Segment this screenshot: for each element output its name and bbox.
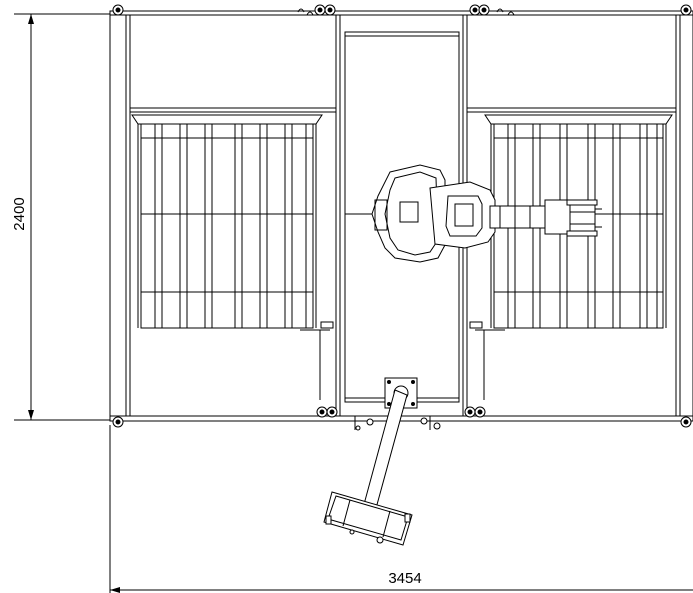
height-dimension xyxy=(14,13,110,421)
robot-arm xyxy=(345,164,602,263)
left-pallet xyxy=(131,114,323,329)
pendant-assembly xyxy=(323,377,441,546)
width-dimension-label: 3454 xyxy=(388,570,421,587)
caster-wheels xyxy=(112,4,692,428)
top-hooks xyxy=(297,8,515,16)
width-dimension xyxy=(109,425,693,593)
height-dimension-label: 2400 xyxy=(11,197,28,230)
